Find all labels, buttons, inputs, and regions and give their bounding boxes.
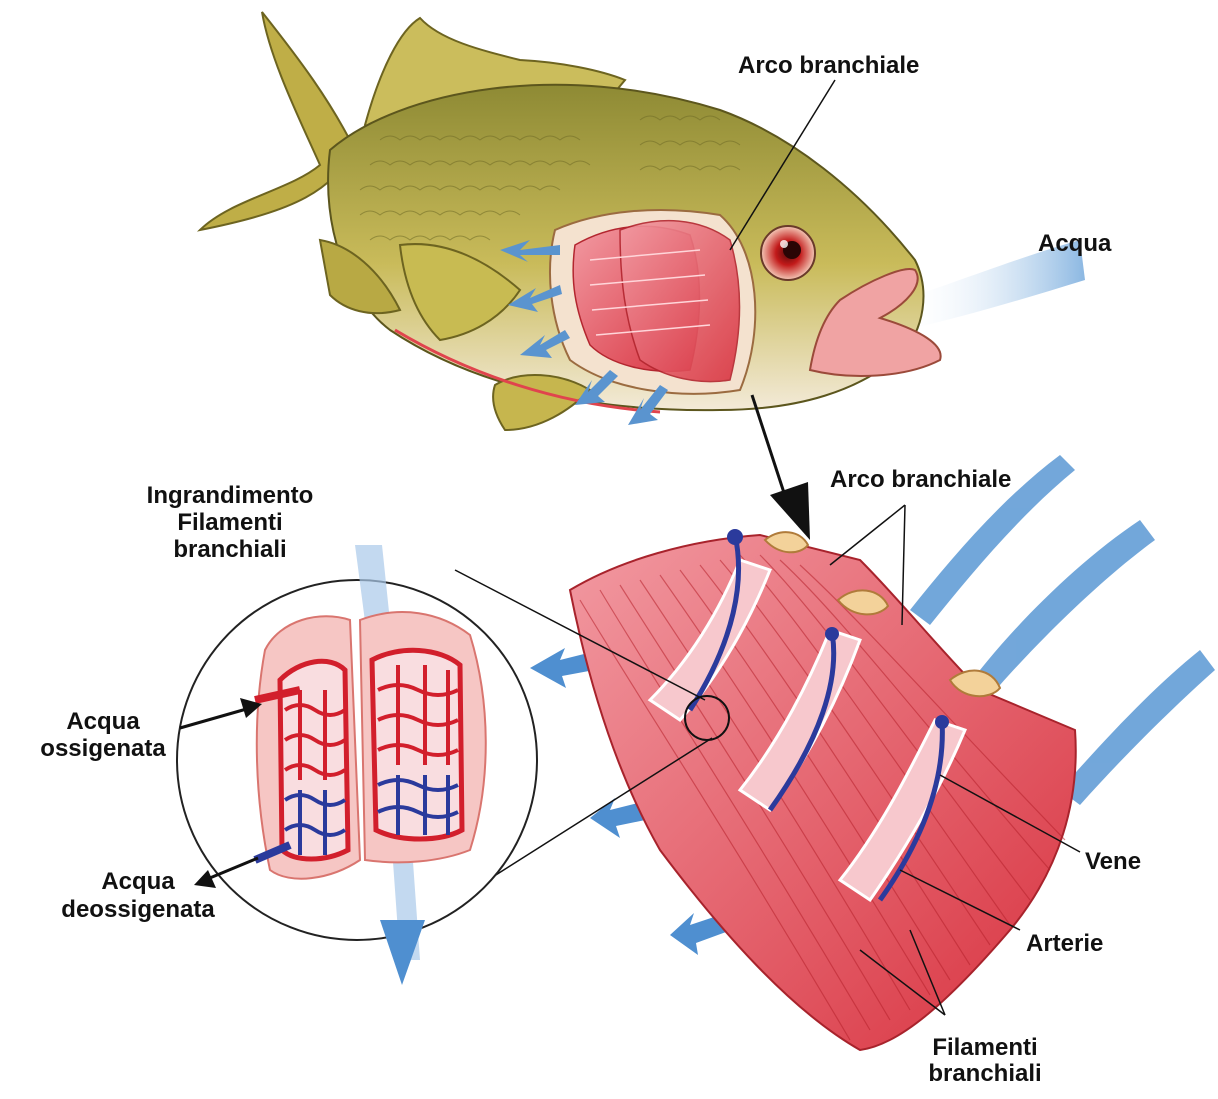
capillary-network-right bbox=[372, 650, 462, 839]
label-ingrandimento-line2: Filamenti bbox=[130, 509, 330, 536]
enlargement-pointer bbox=[752, 395, 810, 540]
label-acqua-ossigenata-line2: ossigenata bbox=[28, 735, 178, 762]
label-filamenti-line2: branchiali bbox=[910, 1060, 1060, 1087]
label-arterie: Arterie bbox=[1026, 930, 1103, 957]
label-ingrandimento-line3: branchiali bbox=[130, 536, 330, 563]
label-acqua: Acqua bbox=[1038, 230, 1111, 257]
label-ingrandimento-line1: Ingrandimento bbox=[130, 482, 330, 509]
label-acqua-ossigenata-line1: Acqua bbox=[28, 708, 178, 735]
label-arco-branchiale-top: Arco branchiale bbox=[738, 52, 919, 79]
label-acqua-deossigenata-line1: Acqua bbox=[48, 868, 228, 895]
enlarged-gill-arch bbox=[570, 529, 1076, 1050]
label-vene: Vene bbox=[1085, 848, 1141, 875]
label-filamenti-line1: Filamenti bbox=[910, 1034, 1060, 1061]
label-arco-branchiale-bottom: Arco branchiale bbox=[830, 466, 1011, 493]
label-acqua-deossigenata-line2: deossigenata bbox=[48, 896, 228, 923]
